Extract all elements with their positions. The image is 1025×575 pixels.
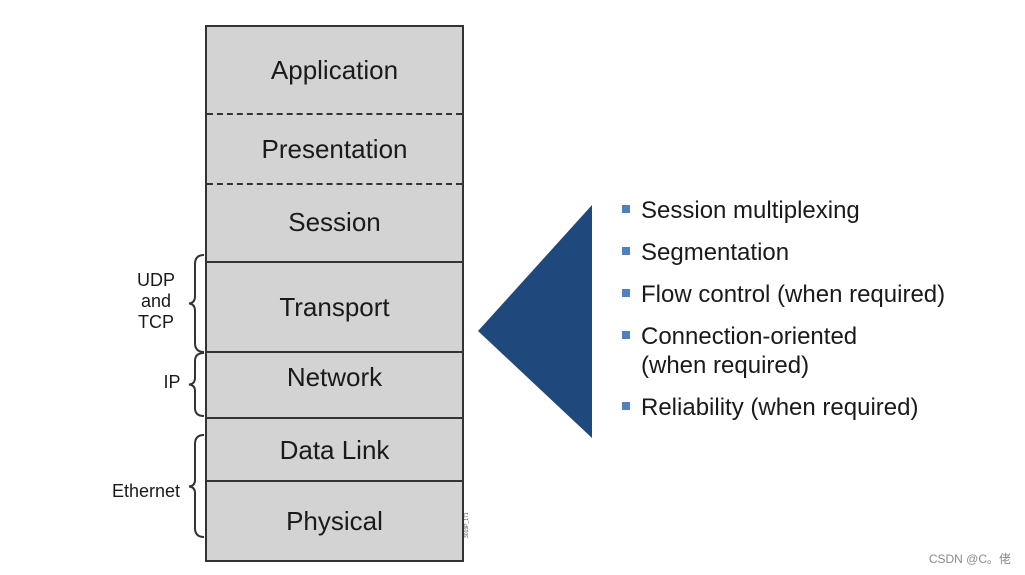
layer-divider (207, 480, 462, 482)
bullet-icon (622, 402, 630, 410)
layer-data-link: Data Link (279, 435, 390, 465)
protocol-udp-tcp-label: UDP and TCP (132, 270, 180, 333)
layer-physical: Physical (286, 505, 383, 536)
dashed-divider (207, 113, 462, 115)
bullet-icon (622, 205, 630, 213)
bullet-icon (622, 331, 630, 339)
osi-layer-stack: Application Presentation Session Transpo… (205, 25, 464, 562)
layer-divider (207, 351, 462, 353)
layer-divider (207, 261, 462, 263)
layer-presentation: Presentation (261, 133, 408, 164)
network-brace (188, 352, 206, 417)
dashed-divider (207, 183, 462, 185)
feature-item: Connection-oriented (when required) (622, 322, 1017, 380)
feature-item: Session multiplexing (622, 196, 1017, 225)
layer-divider (207, 417, 462, 419)
transport-features-list: Session multiplexing Segmentation Flow c… (622, 196, 1017, 435)
feature-text: Reliability (when required) (641, 394, 919, 421)
layer-application: Application (270, 55, 399, 85)
layer-transport: Transport (279, 291, 390, 322)
protocol-line: TCP (138, 312, 174, 332)
feature-text: Session multiplexing (641, 197, 860, 224)
feature-item: Flow control (when required) (622, 280, 1017, 309)
figure-code: 3019P_171 (464, 512, 470, 538)
transport-pointer-triangle (478, 205, 592, 443)
feature-text: Connection-oriented (when required) (641, 323, 858, 379)
protocol-line: and (140, 291, 172, 311)
transport-brace (188, 254, 206, 353)
feature-item: Segmentation (622, 238, 1017, 267)
feature-text: Segmentation (641, 239, 790, 266)
protocol-line: UDP (136, 270, 175, 290)
protocol-ethernet-label: Ethernet (111, 481, 181, 501)
protocol-ip-label: IP (163, 372, 181, 392)
bullet-icon (622, 247, 630, 255)
bullet-icon (622, 289, 630, 297)
layer-session: Session (288, 207, 381, 237)
layer-network: Network (286, 361, 383, 392)
watermark: CSDN @C。佬 (928, 552, 1011, 566)
feature-item: Reliability (when required) (622, 393, 1017, 422)
ethernet-brace (188, 434, 206, 538)
feature-text: Flow control (when required) (641, 281, 946, 308)
